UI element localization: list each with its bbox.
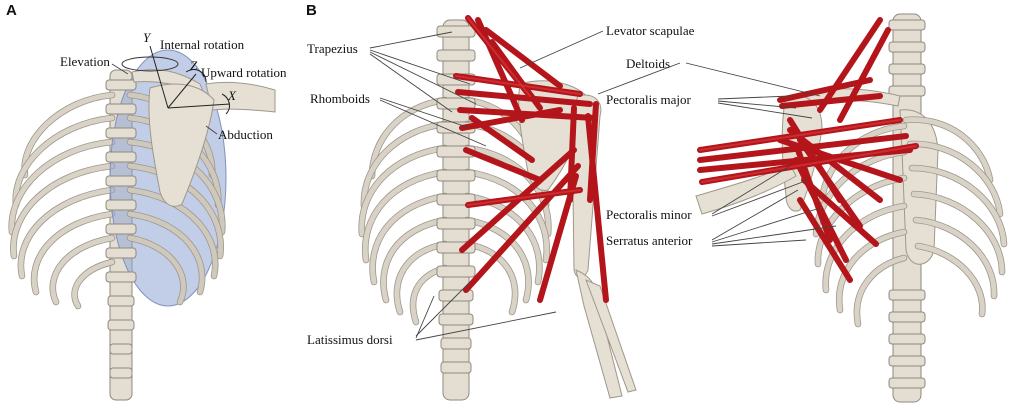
panel-a-humerus [205, 81, 276, 113]
panel-a-letter: A [6, 2, 17, 19]
panel-a-label-elevation: Elevation [60, 54, 110, 69]
panel-b-label-serratus-anterior: Serratus anterior [606, 233, 693, 248]
panel-a-scapula [148, 83, 215, 207]
panel-a-label-abduction: Abduction [218, 127, 273, 142]
panel-b-leader-lines [369, 30, 837, 341]
panel-a-right-ribs [126, 91, 226, 306]
panel-b-label-trapezius: Trapezius [307, 41, 358, 56]
panel-b-anterior-illustration [695, 13, 1008, 403]
panel-b-label-levator-scapulae: Levator scapulae [606, 23, 695, 38]
panel-a-axis-z: Z [190, 58, 198, 73]
panel-b-anterior-muscles [697, 17, 919, 283]
panel-b-anterior-vertebrae [888, 19, 926, 389]
panel-b-label-pectoralis-major: Pectoralis major [606, 92, 692, 107]
panel-b-posterior-spine [442, 19, 470, 401]
panel-a-rotation-ring [121, 56, 179, 72]
panel-b-posterior-left-ribs [358, 96, 449, 326]
panel-a-label-upward-rotation: Upward rotation [201, 65, 287, 80]
panel-b-anterior-sternum [899, 109, 939, 265]
panel-b-label-deltoids: Deltoids [626, 56, 670, 71]
panel-b-anterior-humerus [695, 163, 797, 215]
panel-a-label-internal-rotation: Internal rotation [160, 37, 245, 52]
panel-b-posterior-forearm-2 [585, 279, 637, 393]
panel-b-letter: B [306, 2, 317, 19]
panel-a-left-ribs [8, 91, 116, 310]
panel-b-posterior-muscles [453, 15, 609, 303]
panel-a-axis-y: Y [143, 30, 152, 45]
panel-b-label-pectoralis-minor: Pectoralis minor [606, 207, 692, 222]
panel-a-illustration: Y Z X Elevation Internal rotation Upward… [8, 30, 287, 401]
panel-a-vertebrae [105, 79, 137, 379]
panel-a-axes [149, 45, 231, 115]
panel-a-axis-x: X [227, 88, 237, 103]
panel-b-posterior-illustration [358, 15, 637, 401]
panel-b-label-latissimus-dorsi: Latissimus dorsi [307, 332, 393, 347]
panel-b-anterior-ribs [812, 116, 1008, 328]
panel-b-label-rhomboids: Rhomboids [310, 91, 370, 106]
